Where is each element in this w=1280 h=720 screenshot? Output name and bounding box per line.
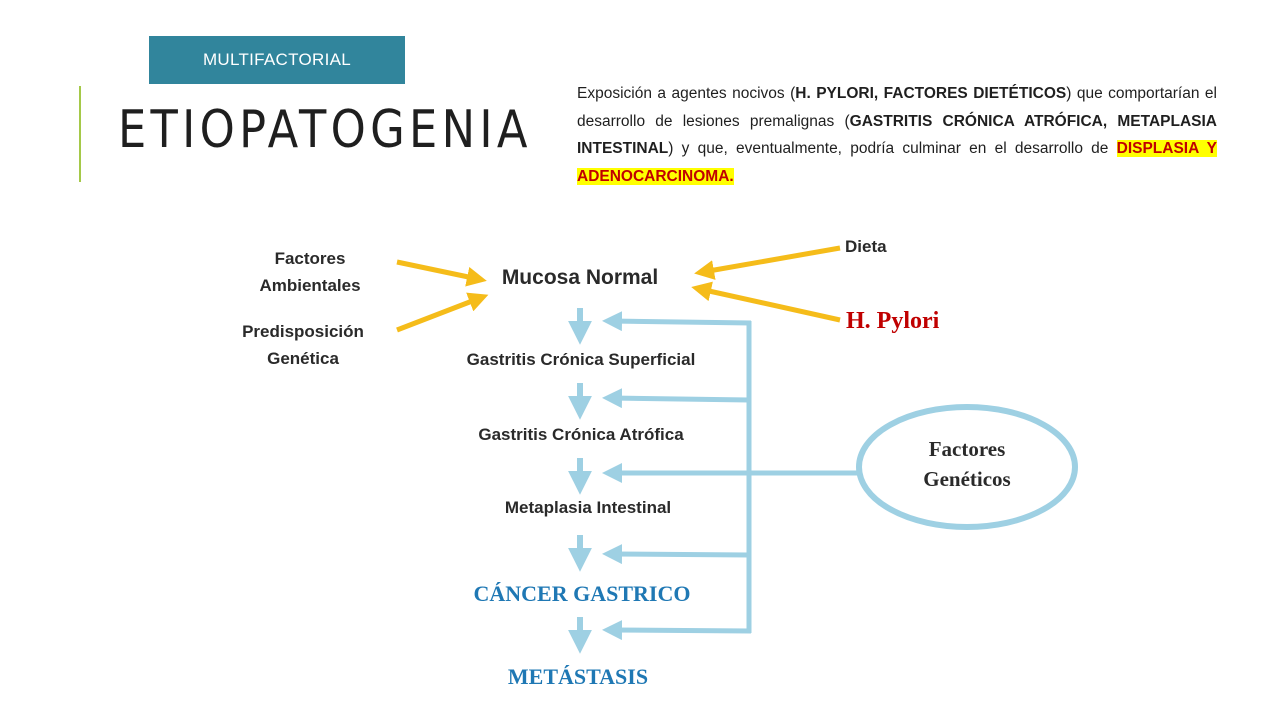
arrow-pylori bbox=[691, 281, 841, 323]
factores-geneticos-ellipse bbox=[856, 404, 1078, 530]
ambientales-line-1: Factores bbox=[274, 249, 346, 268]
h-pylori-label: H. Pylori bbox=[846, 308, 940, 334]
intro-paragraph: Exposición a agentes nocivos (H. PYLORI,… bbox=[577, 80, 1217, 190]
intro-bold-2: GASTRITIS CRÓNICA ATRÓFICA, METAPLASIA I… bbox=[577, 112, 1217, 158]
dieta-label: Dieta bbox=[845, 237, 887, 256]
predisposicion-genetica-label: Predisposición Genética bbox=[223, 318, 383, 372]
arrow-dieta bbox=[694, 245, 841, 280]
feedback-arrow-2 bbox=[602, 388, 750, 409]
intro-text-1: Exposición a agentes nocivos ( bbox=[577, 85, 796, 102]
genetica-line-1: Predisposición bbox=[242, 322, 364, 341]
geneticos-line-2: Genéticos bbox=[923, 467, 1011, 491]
arrow-genetica bbox=[396, 292, 489, 333]
feedback-arrow-1 bbox=[602, 311, 752, 332]
stage-mucosa-normal: Mucosa Normal bbox=[501, 266, 659, 289]
intro-text-3: ) y que, eventualmente, podría culminar … bbox=[668, 140, 1117, 157]
arrow-ambientales bbox=[396, 259, 487, 287]
intro-text-2: ) que comportarían el desarrollo de lesi… bbox=[577, 85, 1217, 130]
ambientales-line-2: Ambientales bbox=[259, 276, 361, 295]
accent-line bbox=[79, 86, 81, 182]
intro-bold-1: H. PYLORI, FACTORES DIETÉTICOS bbox=[795, 85, 1067, 102]
feedback-arrow-4 bbox=[602, 544, 750, 565]
stage-gastritis-superficial: Gastritis Crónica Superficial bbox=[466, 350, 696, 369]
factores-ambientales-label: Factores Ambientales bbox=[230, 245, 390, 299]
multifactorial-tag: MULTIFACTORIAL bbox=[149, 36, 405, 84]
stage-metastasis: METÁSTASIS bbox=[507, 664, 649, 689]
genetica-line-2: Genética bbox=[267, 349, 339, 368]
geneticos-line-1: Factores bbox=[928, 437, 1006, 461]
feedback-arrow-5 bbox=[602, 620, 752, 641]
stage-metaplasia-intestinal: Metaplasia Intestinal bbox=[504, 498, 672, 517]
stage-gastritis-atrofica: Gastritis Crónica Atrófica bbox=[478, 425, 684, 444]
factores-geneticos-label: Factores Genéticos bbox=[887, 434, 1047, 494]
page-title: ETIOPATOGENIA bbox=[118, 100, 532, 160]
stage-cancer-gastrico: CÁNCER GASTRICO bbox=[473, 581, 691, 606]
